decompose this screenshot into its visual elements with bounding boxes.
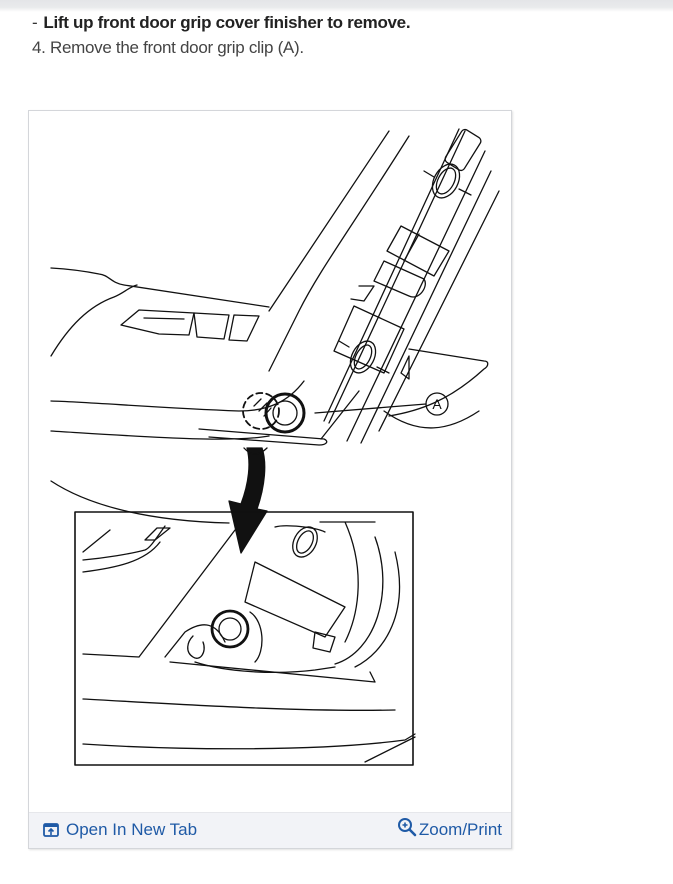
figure-card: A [28,110,512,849]
open-in-new-tab-link[interactable]: Open In New Tab [43,820,197,840]
callout-label-a: A [432,396,442,412]
step-4-instruction: 4. Remove the front door grip clip (A). [32,38,304,57]
door-grip-clip-diagram: A [50,128,500,766]
zoom-print-link[interactable]: Zoom/Print [397,818,502,840]
substep-instruction: -Lift up front door grip cover finisher … [32,13,411,33]
open-in-new-tab-label: Open In New Tab [66,820,198,839]
top-toolbar-shadow [0,0,673,12]
zoom-print-label: Zoom/Print [418,820,502,839]
figure-footer-bar: Open In New Tab Zoom/Print [29,812,511,848]
substep-bullet: - [32,13,38,32]
substep-text: Lift up front door grip cover finisher t… [43,13,411,32]
open-in-new-tab-icon [43,823,59,837]
magnifier-plus-icon [397,818,417,837]
